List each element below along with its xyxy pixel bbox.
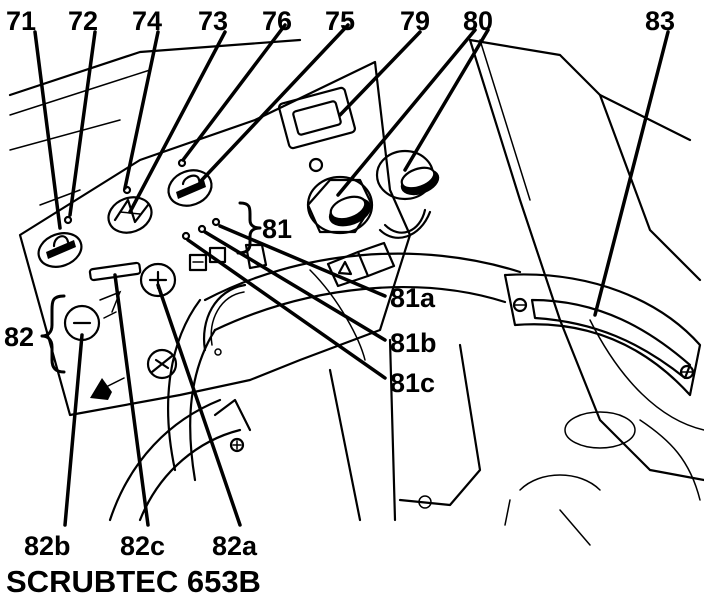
callout-82c: 82c — [120, 531, 165, 561]
leader-lines — [33, 23, 670, 527]
callout-82b: 82b — [24, 531, 71, 561]
callout-79: 79 — [400, 6, 430, 36]
callout-81a: 81a — [390, 283, 436, 313]
brace-81 — [236, 201, 262, 255]
button-82a-plus[interactable] — [139, 262, 177, 298]
button-74-brush[interactable] — [104, 192, 157, 239]
callout-labels: 71 72 74 73 76 75 79 80 83 81 81a 81b 81… — [4, 6, 675, 561]
callout-83: 83 — [645, 6, 675, 36]
control-panel-plate — [18, 60, 412, 417]
brace-82 — [40, 294, 66, 374]
model-caption: SCRUBTEC 653B — [6, 564, 261, 599]
callout-81c: 81c — [390, 368, 435, 398]
callout-76: 76 — [262, 6, 292, 36]
machine-body-drawing — [8, 38, 704, 546]
button-71[interactable] — [34, 227, 86, 272]
callout-75: 75 — [325, 6, 355, 36]
callout-71: 71 — [6, 6, 36, 36]
hour-meter-window — [278, 86, 356, 150]
callout-74: 74 — [132, 6, 162, 36]
key-switches[interactable] — [306, 149, 443, 239]
callout-82a: 82a — [212, 531, 258, 561]
callout-81b: 81b — [390, 328, 437, 358]
handle-grip — [503, 273, 702, 397]
callout-72: 72 — [68, 6, 98, 36]
handle-band — [167, 252, 522, 482]
callout-82: 82 — [4, 322, 34, 352]
callout-73: 73 — [198, 6, 228, 36]
callout-81: 81 — [262, 214, 292, 244]
callout-80: 80 — [463, 6, 493, 36]
